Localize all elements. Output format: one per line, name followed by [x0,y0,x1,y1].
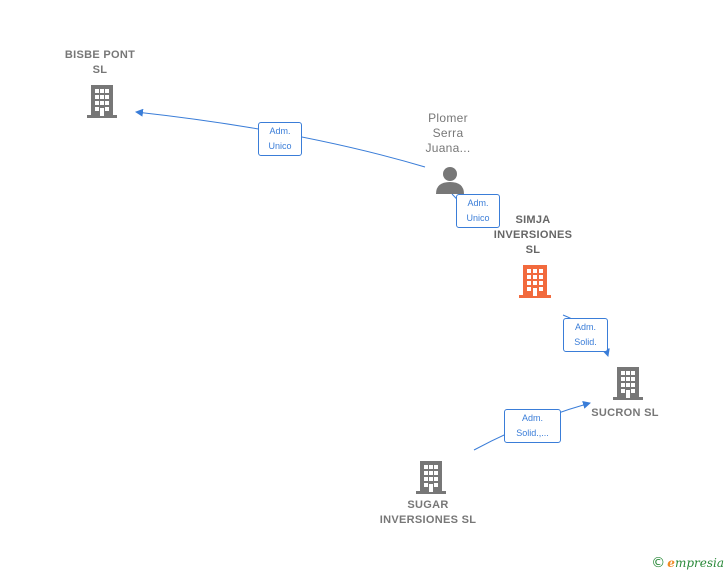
node-label-plomer-serra[interactable]: Plomer Serra Juana... [425,111,471,155]
edge-label-sugar-sucron[interactable]: Adm. Solid.,... [504,409,561,443]
node-label-bisbe-pont[interactable]: BISBE PONT SL [64,49,136,76]
node-label-sucron[interactable]: SUCRON SL [591,407,659,419]
edge-label-simja-sucron[interactable]: Adm. Solid. [563,318,608,352]
edge-label-plomer-bisbe[interactable]: Adm. Unico [258,122,302,156]
node-label-simja[interactable]: SIMJA INVERSIONES SL [493,214,573,256]
brand-e: e [667,556,675,570]
brand-name: mpresia [674,556,724,570]
empresia-logo: ©empresia [651,555,724,571]
copyright-icon: © [651,555,666,571]
edge-label-plomer-simja[interactable]: Adm. Unico [456,194,500,228]
building-icon[interactable] [613,367,643,400]
building-icon[interactable] [87,85,117,118]
person-icon[interactable] [436,167,464,194]
building-icon[interactable] [519,265,551,298]
building-icon[interactable] [416,461,446,494]
node-label-sugar[interactable]: SUGAR INVERSIONES SL [379,499,477,526]
